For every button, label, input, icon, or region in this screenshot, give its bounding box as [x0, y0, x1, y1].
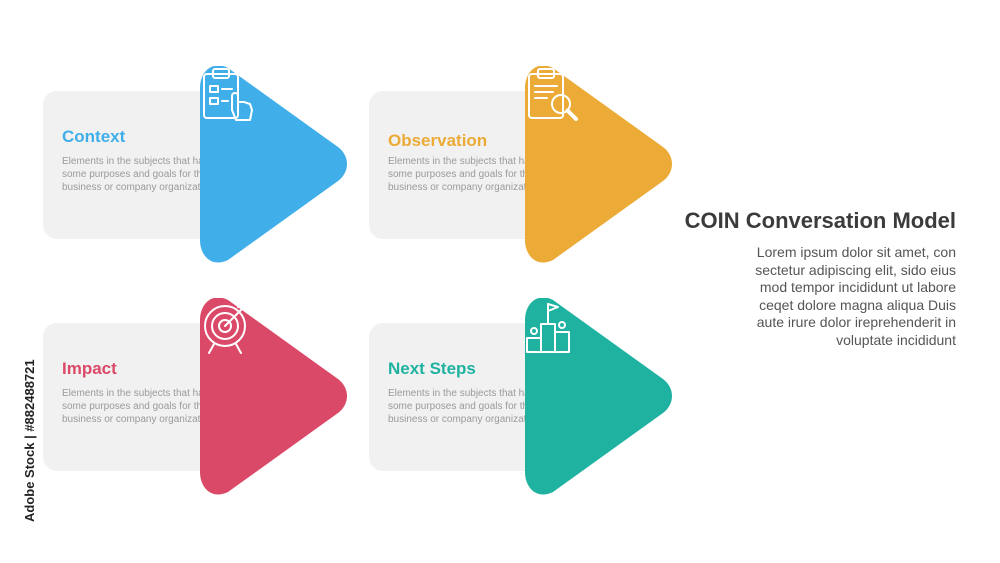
- step-arrow-next-steps: [523, 298, 683, 498]
- diagram-description: Lorem ipsum dolor sit amet, con sectetur…: [755, 244, 956, 348]
- step-arrow-context: [198, 66, 358, 266]
- podium-flag-icon: [526, 303, 570, 353]
- step-description: Elements in the subjects that have some …: [62, 388, 215, 425]
- clipboard-hand-icon: [203, 68, 253, 121]
- step-title: Observation: [388, 131, 488, 150]
- step-description: Elements in the subjects that have some …: [62, 156, 215, 193]
- step-title: Context: [62, 127, 126, 146]
- clipboard-magnifier-icon: [528, 68, 578, 121]
- stock-credit-text: Adobe Stock | #882488721: [22, 359, 37, 522]
- step-description: Elements in the subjects that have some …: [388, 156, 541, 193]
- diagram-title: COIN Conversation Model: [684, 208, 956, 233]
- stock-credit: Adobe Stock | #882488721: [0, 0, 37, 563]
- target-arrow-icon: [204, 300, 251, 354]
- step-arrow-impact: [198, 298, 358, 498]
- step-title: Next Steps: [388, 359, 476, 378]
- step-description: Elements in the subjects that have some …: [388, 388, 541, 425]
- step-title: Impact: [62, 359, 117, 378]
- step-arrow-observation: [523, 66, 683, 266]
